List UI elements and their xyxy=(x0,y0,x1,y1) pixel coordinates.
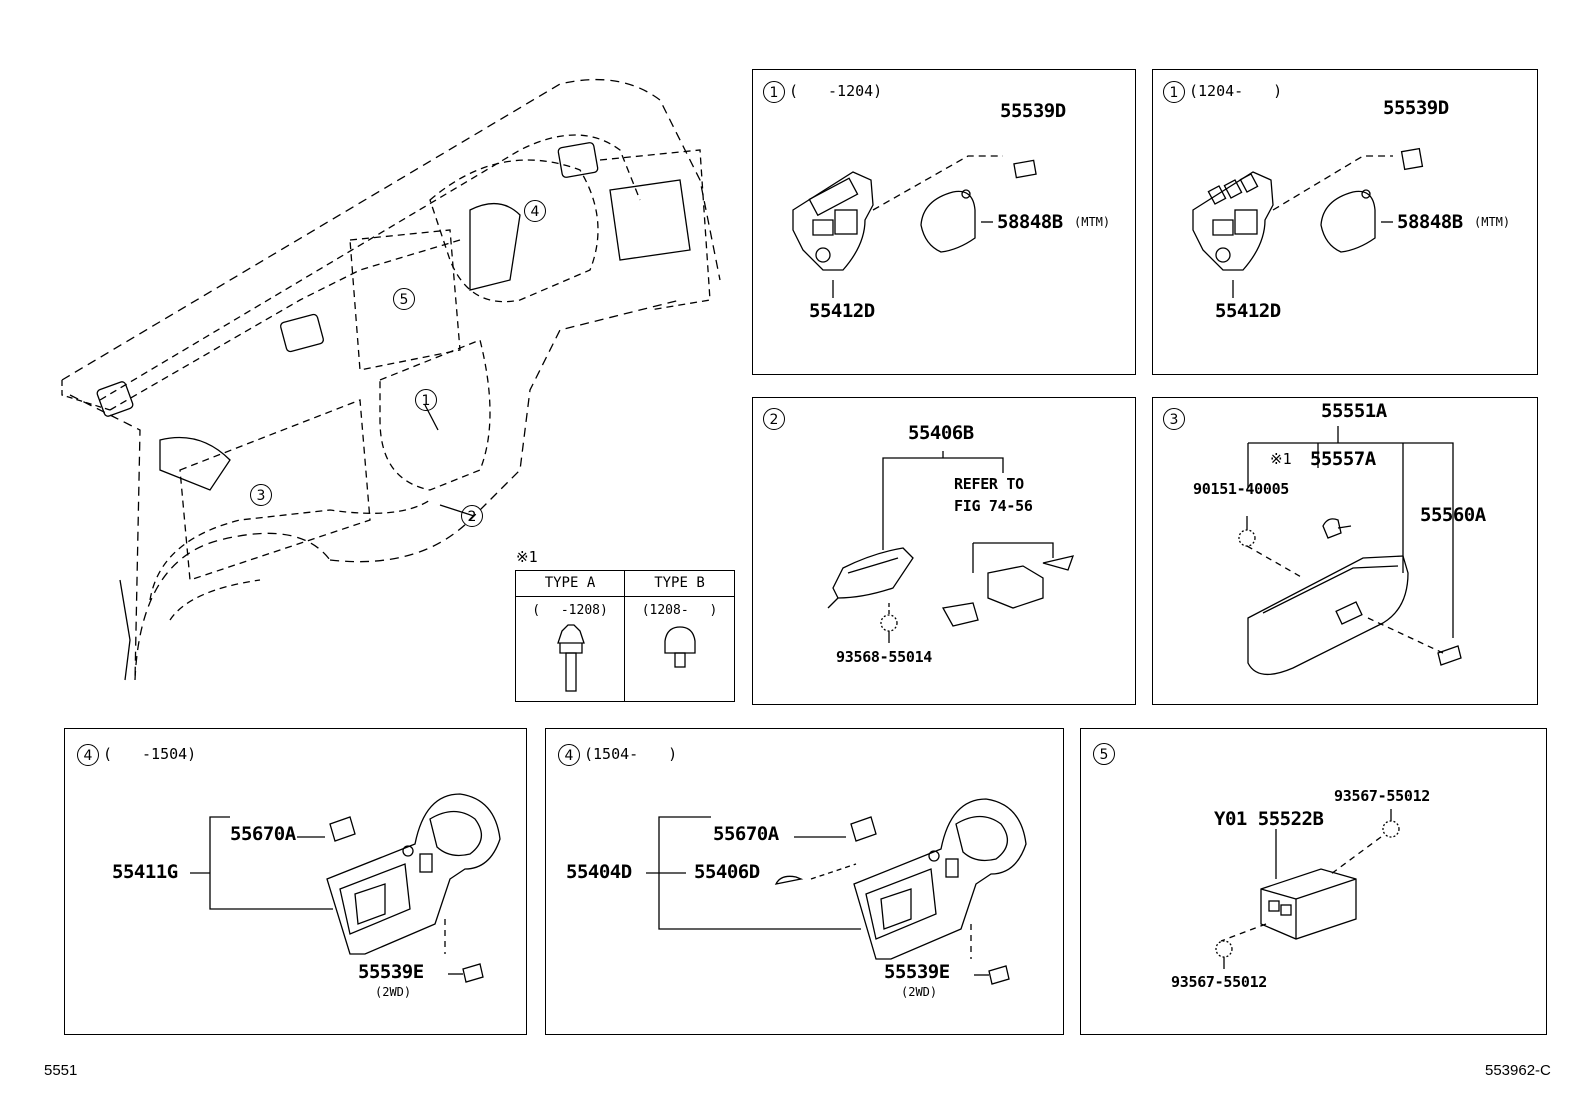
panel-4b-range: (1504- ) xyxy=(584,745,678,763)
part-55404D: 55404D xyxy=(566,861,632,883)
panel-3-index: 3 xyxy=(1163,408,1185,430)
part-55557A-note-mark: ※1 xyxy=(1270,450,1292,468)
part-93568-55014: 93568-55014 xyxy=(836,648,933,666)
type-a-bumper-drawing xyxy=(557,624,585,692)
part-55406D: 55406D xyxy=(694,861,760,883)
panel-1a-range: ( -1204) xyxy=(789,82,883,100)
type-b-title: TYPE B xyxy=(625,571,734,597)
callout-2: 2 xyxy=(461,505,483,527)
type-b-range: (1208- ) xyxy=(641,603,718,618)
part-55560A: 55560A xyxy=(1420,504,1486,526)
part-58848B: 58848B xyxy=(997,211,1063,233)
part-55412D: 55412D xyxy=(809,300,875,322)
part-55557A: 55557A xyxy=(1310,448,1376,470)
page-code-left: 5551 xyxy=(44,1062,78,1079)
part-55411G: 55411G xyxy=(112,861,178,883)
panel-4a-drawing xyxy=(190,793,501,983)
type-table: TYPE A ( -1208) TYPE B (1208- ) xyxy=(515,570,735,702)
refer-fig-label: FIG 74-56 xyxy=(954,497,1033,515)
panel-4a-range: ( -1504) xyxy=(103,745,197,763)
part-58848B-note: (MTM) xyxy=(1074,215,1111,229)
callout-1: 1 xyxy=(415,389,437,411)
panel-4b-index: 4 xyxy=(558,743,580,766)
panel-2-drawing xyxy=(827,451,1075,643)
part-55539D: 55539D xyxy=(1000,100,1066,122)
part-55406B: 55406B xyxy=(908,422,974,444)
panel-2: 2 55406B REFER TO FIG 74-56 93568-55014 xyxy=(752,397,1136,705)
panel-4-after-1504: 4(1504- ) 55670A 55404D 55406D 55539E (2… xyxy=(545,728,1064,1035)
part-55539E-b: 55539E xyxy=(884,961,950,983)
type-b-bumper-drawing xyxy=(664,626,696,668)
type-note-mark: ※1 xyxy=(516,548,538,566)
part-55539E: 55539E xyxy=(358,961,424,983)
type-a-column: TYPE A ( -1208) xyxy=(516,571,625,701)
panel-5-index: 5 xyxy=(1093,743,1115,765)
panel-1a-drawing xyxy=(792,155,1037,298)
part-55670A: 55670A xyxy=(230,823,296,845)
panel-5-drawing xyxy=(1215,809,1400,969)
panel-3: 3 55551A ※1 55557A 90151-40005 55560A xyxy=(1152,397,1538,705)
part-55539D-b: 55539D xyxy=(1383,97,1449,119)
part-55539E-b-note: (2WD) xyxy=(901,985,938,999)
drawing-number: 553962-C xyxy=(1485,1062,1551,1079)
part-93567-55012-bottom: 93567-55012 xyxy=(1171,973,1268,991)
part-55412D-b: 55412D xyxy=(1215,300,1281,322)
panel-1b-index: 1 xyxy=(1163,80,1185,103)
callout-3: 3 xyxy=(250,484,272,506)
panel-3-drawing xyxy=(1238,426,1462,675)
panel-4b-drawing xyxy=(646,798,1027,985)
panel-1b-drawing xyxy=(1192,147,1424,298)
panel-4a-index: 4 xyxy=(77,743,99,766)
panel-1a-index: 1 xyxy=(763,80,785,103)
part-58848B-b-note: (MTM) xyxy=(1474,215,1511,229)
part-90151-40005: 90151-40005 xyxy=(1193,480,1290,498)
refer-to-label: REFER TO xyxy=(954,475,1024,493)
part-55551A: 55551A xyxy=(1321,400,1387,422)
type-a-title: TYPE A xyxy=(516,571,624,597)
panel-1b-range: (1204- ) xyxy=(1189,82,1283,100)
panel-4-before-1504: 4( -1504) 55670A 55411G 55539E (2WD) xyxy=(64,728,527,1035)
type-a-range: ( -1208) xyxy=(532,603,608,618)
callout-5: 5 xyxy=(393,288,415,310)
callout-4: 4 xyxy=(524,200,546,222)
part-93567-55012-top: 93567-55012 xyxy=(1334,787,1431,805)
part-58848B-b: 58848B xyxy=(1397,211,1463,233)
type-b-column: TYPE B (1208- ) xyxy=(625,571,734,701)
part-Y01-55522B: Y01 55522B xyxy=(1214,808,1324,830)
panel-1-before-1204: 1( -1204) 55539D 58848B (MTM) 55412D xyxy=(752,69,1136,375)
panel-1-after-1204: 1(1204- ) 55539D 58848B (MTM) 55412D xyxy=(1152,69,1538,375)
panel-5: 5 Y01 55522B 93567-55012 93567-55012 xyxy=(1080,728,1547,1035)
part-55539E-note: (2WD) xyxy=(375,985,412,999)
panel-2-index: 2 xyxy=(763,408,785,430)
part-55670A-b: 55670A xyxy=(713,823,779,845)
